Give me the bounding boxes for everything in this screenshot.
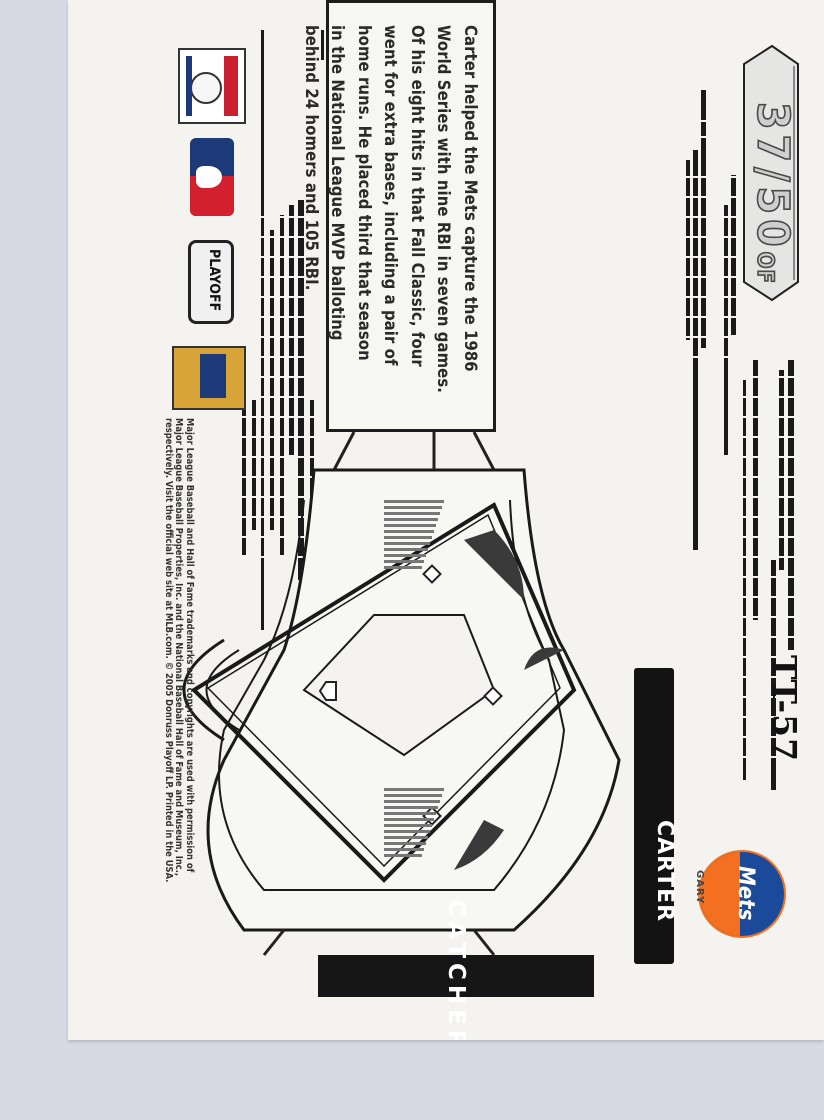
legal-line: respectively. Visit the official web sit… — [163, 418, 174, 883]
playoff-logo: PLAYOFF — [188, 240, 234, 324]
trading-card-back: 37/50OF Carter helped the Mets capture t… — [68, 0, 824, 1040]
legal-text: Major League Baseball and Hall of Fame t… — [163, 418, 195, 883]
serial-number-plate: 37/50OF — [740, 44, 802, 302]
mets-logo: Mets — [698, 850, 786, 938]
position-bar: CATCHER — [318, 899, 594, 1040]
baseball-field-diagram — [182, 431, 621, 956]
card-number: TT-57 — [765, 655, 804, 763]
mlb-logo — [190, 138, 234, 216]
card-content: 37/50OF Carter helped the Mets capture t… — [68, 0, 824, 1040]
player-last-name: CARTER — [652, 820, 677, 923]
hall-of-fame-logo — [178, 48, 246, 124]
serial-plate-shape — [743, 44, 799, 302]
decorative-streaks — [238, 30, 796, 790]
cooperstown-logo — [172, 346, 246, 410]
legal-line: Major League Baseball and Hall of Fame t… — [184, 418, 195, 873]
player-first-name: GARY — [694, 870, 705, 905]
player-position: CATCHER — [443, 899, 469, 1040]
legal-line: Major League Baseball Properties, Inc. a… — [173, 418, 185, 877]
